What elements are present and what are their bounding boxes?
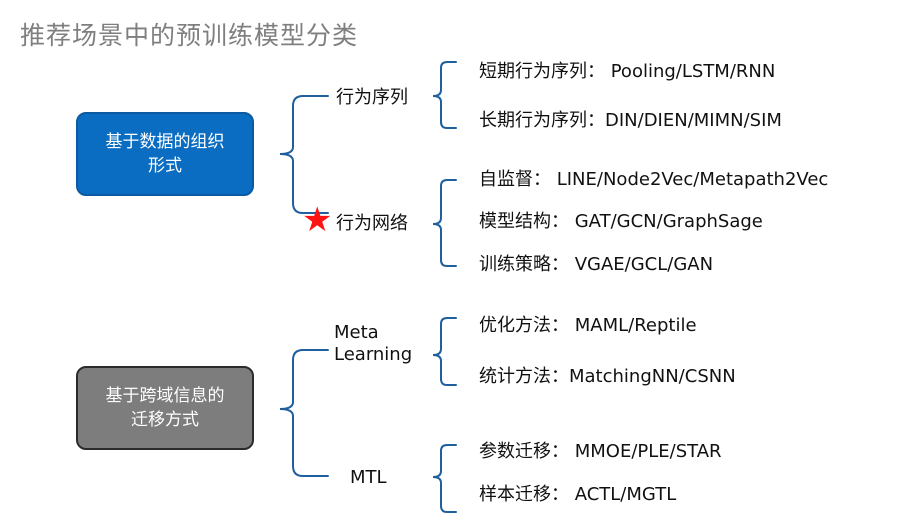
- category-label-line: 基于数据的组织: [105, 132, 225, 152]
- category-box-data-organization: 基于数据的组织 形式: [76, 112, 254, 196]
- leaf-item: 自监督： LINE/Node2Vec/Metapath2Vec: [479, 169, 829, 190]
- leaf-item: 模型结构： GAT/GCN/GraphSage: [479, 211, 763, 232]
- category-label-line: 基于跨域信息的: [105, 386, 225, 406]
- star-icon: ★: [302, 200, 333, 240]
- page-title: 推荐场景中的预训练模型分类: [20, 21, 359, 50]
- bracket-mtl: [432, 444, 457, 513]
- leaf-item: 样本迁移： ACTL/MGTL: [479, 484, 677, 505]
- leaf-item: 优化方法： MAML/Reptile: [479, 315, 697, 336]
- subcategory-behavior-sequence: 行为序列: [336, 87, 408, 108]
- subcategory-mtl: MTL: [350, 467, 387, 488]
- subcategory-meta-learning: Meta Learning: [334, 322, 412, 366]
- bracket-group-1: [279, 95, 329, 214]
- bracket-meta-learning: [432, 317, 457, 386]
- leaf-item: 训练策略： VGAE/GCL/GAN: [479, 254, 714, 275]
- subcategory-label-line: Meta: [334, 322, 379, 343]
- leaf-item: 长期行为序列：DIN/DIEN/MIMN/SIM: [479, 110, 782, 131]
- bracket-behavior-network: [432, 179, 457, 267]
- leaf-item: 统计方法：MatchingNN/CSNN: [479, 366, 736, 387]
- subcategory-label-line: Learning: [334, 344, 413, 365]
- category-box-cross-domain-transfer: 基于跨域信息的 迁移方式: [76, 366, 254, 450]
- bracket-group-2: [279, 349, 329, 477]
- bracket-behavior-sequence: [432, 61, 457, 129]
- subcategory-behavior-network: 行为网络: [336, 213, 408, 234]
- leaf-item: 短期行为序列： Pooling/LSTM/RNN: [479, 61, 776, 82]
- category-label-line: 迁移方式: [131, 410, 199, 430]
- leaf-item: 参数迁移： MMOE/PLE/STAR: [479, 441, 722, 462]
- category-label-line: 形式: [148, 156, 182, 176]
